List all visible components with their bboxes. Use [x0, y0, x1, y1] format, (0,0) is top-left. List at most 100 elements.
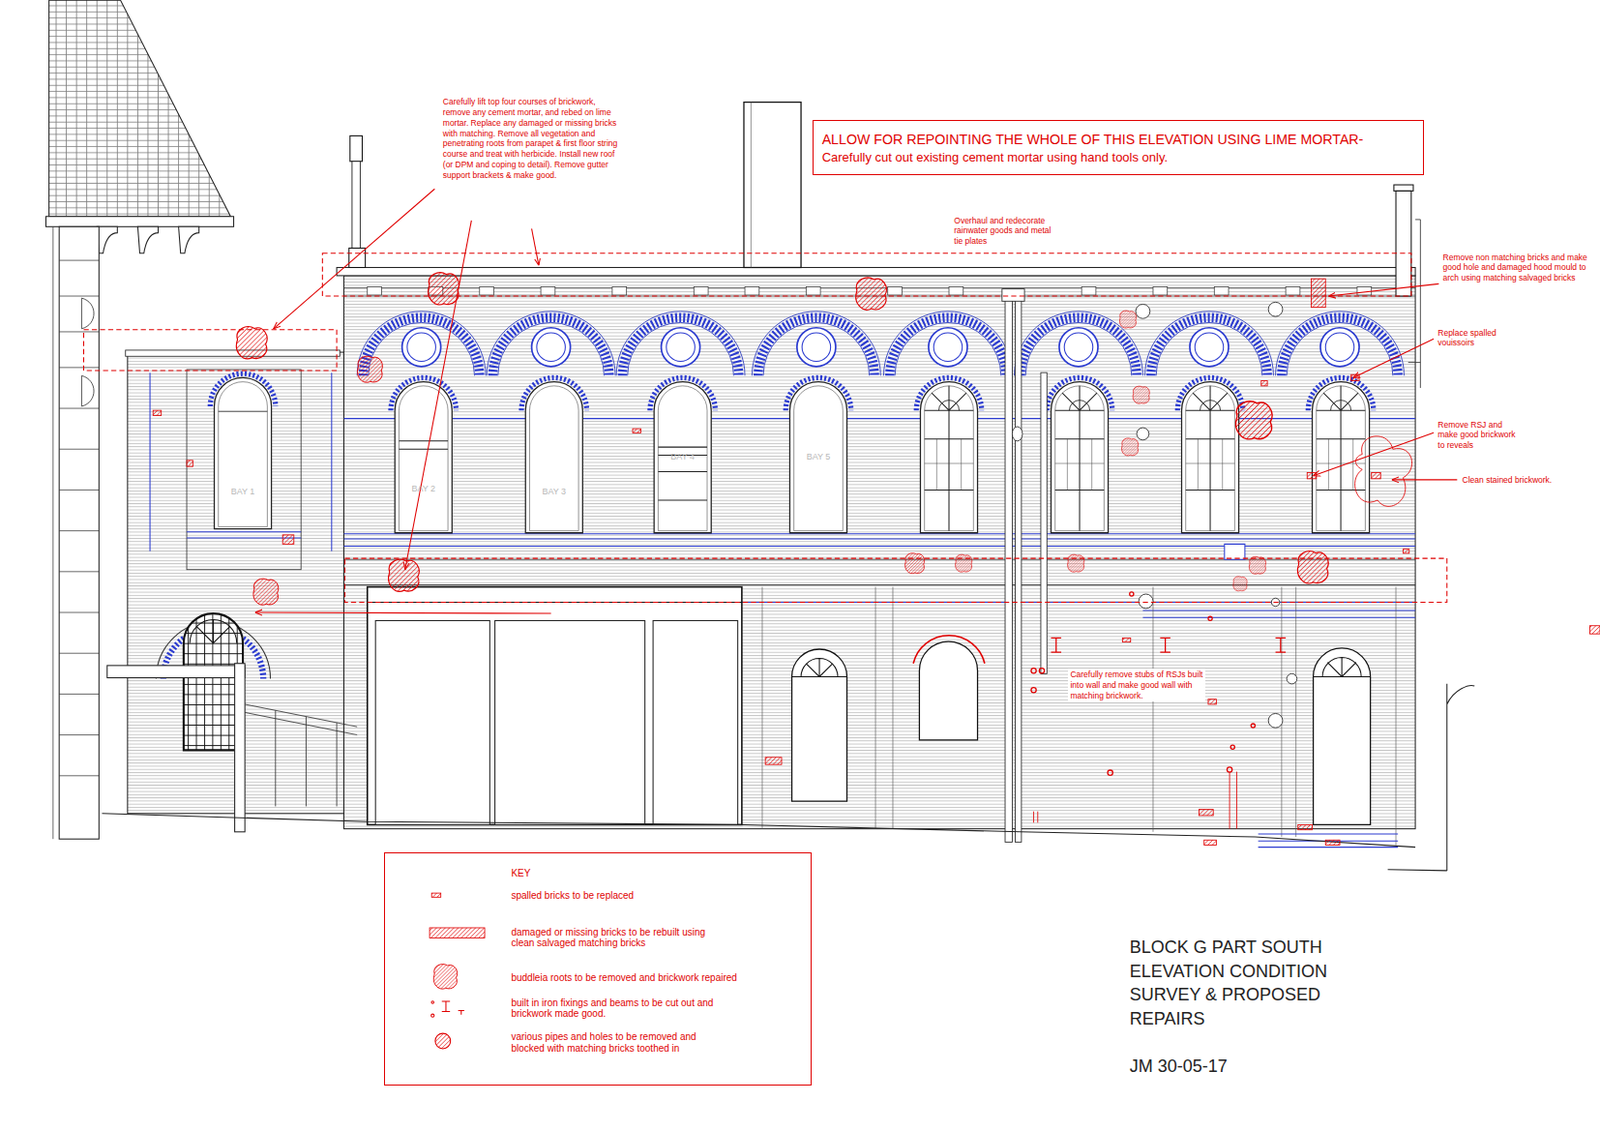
main-elevation [367, 601, 742, 603]
main-elevation [1002, 289, 1025, 302]
main-elevation [1135, 301, 1298, 728]
main-elevation [785, 377, 852, 533]
main-elevation [540, 287, 556, 296]
spalled-brick-mark [1589, 625, 1600, 634]
main-elevation [1214, 287, 1229, 296]
buddleia-mark [236, 272, 1329, 605]
left-block [209, 373, 276, 529]
main-elevation [1357, 287, 1372, 296]
spalled-brick-mark [1198, 809, 1214, 816]
left-block [107, 665, 245, 679]
legend-symbol [431, 1001, 435, 1005]
buddleia-mark [856, 277, 888, 310]
spalled-brick-mark [186, 460, 193, 467]
main-elevation [343, 533, 1416, 547]
leader-arrow [405, 220, 473, 570]
main-elevation [792, 657, 848, 677]
buddleia-mark [388, 559, 420, 592]
main-elevation [616, 311, 745, 376]
main-elevation [916, 377, 982, 533]
bay-label: BAY 2 [395, 483, 451, 495]
repair-note: Carefully lift top four courses of brick… [443, 96, 623, 180]
main-elevation [1040, 372, 1047, 674]
spire-roof [49, 0, 232, 217]
iron-fixing-mark [1107, 770, 1113, 775]
iron-fixing-mark [1038, 668, 1044, 674]
spalled-brick-mark [152, 410, 161, 415]
bay-label: BAY 3 [526, 486, 582, 498]
main-elevation [1177, 377, 1244, 533]
spire-roof [45, 0, 234, 254]
buddleia-mark [1132, 385, 1150, 404]
legend-symbol [429, 892, 485, 1049]
main-elevation [1145, 311, 1275, 376]
iron-fixing-mark [1230, 744, 1235, 749]
legend-symbol [442, 1001, 465, 1015]
main-elevation [883, 311, 1012, 376]
spalled-brick-mark [1310, 278, 1326, 308]
main-elevation [1408, 219, 1422, 388]
spalled-brick-mark [1204, 839, 1217, 845]
main-elevation [693, 287, 709, 296]
buddleia-mark [357, 355, 384, 383]
repair-note: Remove RSJ and make good brickwork to re… [1437, 419, 1524, 451]
iron-fixing-mark [913, 635, 985, 664]
iron-fixing-mark [1208, 616, 1213, 621]
leader-arrow [1392, 478, 1458, 480]
main-elevation [101, 102, 1475, 871]
main-elevation [495, 620, 646, 825]
note-box: ALLOW FOR REPOINTING THE WHOLE OF THIS E… [812, 119, 1424, 176]
main-elevation [1135, 303, 1151, 319]
main-elevation [805, 287, 821, 296]
repair-zone [83, 329, 337, 371]
spalled-brick-mark [1325, 839, 1340, 845]
legend-text: damaged or missing bricks to be rebuilt … [510, 926, 720, 949]
leader-arrow [1353, 338, 1434, 378]
legend-symbol [435, 1033, 451, 1049]
buddleia-mark [236, 326, 267, 359]
iron-fixing-mark [1050, 637, 1062, 652]
leader-arrow [1328, 283, 1439, 297]
spalled-brick-mark [1402, 549, 1409, 554]
main-elevation [1268, 301, 1283, 317]
tower-wall [53, 226, 99, 839]
left-block [235, 663, 246, 832]
main-elevation [918, 641, 978, 741]
main-elevation [367, 587, 742, 826]
buddleia-mark [253, 578, 279, 605]
iron-fixing-mark [1250, 723, 1255, 728]
iron-fixing-mark [1226, 767, 1232, 772]
iron-fixing-mark [1031, 668, 1037, 674]
main-elevation [352, 161, 360, 249]
buddleia-mark [905, 553, 925, 574]
bay-label: BAY 1 [215, 486, 271, 498]
leader-arrow [255, 612, 552, 614]
spalled-brick-mark [152, 278, 1600, 845]
main-elevation [1313, 656, 1371, 677]
main-elevation [1395, 190, 1412, 297]
iron-fixing-mark [1034, 771, 1238, 830]
drawing-reference: JM 30-05-17 [1129, 1056, 1283, 1078]
iron-fixing-mark [1031, 687, 1037, 693]
main-elevation [101, 683, 1475, 871]
main-elevation [486, 311, 616, 376]
main-elevation [762, 587, 1396, 846]
spire-roof [45, 216, 234, 228]
repair-note: Carefully remove stubs of RSJs built int… [1067, 668, 1205, 702]
main-elevation [1011, 426, 1023, 442]
tower-wall [53, 226, 99, 839]
note-text: Carefully cut out existing cement mortar… [822, 149, 1415, 166]
main-elevation [336, 266, 1416, 275]
main-elevation [390, 377, 457, 533]
main-elevation [398, 441, 708, 501]
main-elevation [652, 620, 739, 825]
repair-note: Replace spalled vouissoirs [1437, 327, 1512, 350]
main-elevation [750, 102, 752, 268]
stain-outline [1355, 436, 1413, 507]
iron-fixing-mark [1275, 637, 1287, 652]
main-elevation [1275, 311, 1405, 376]
repair-zone [83, 253, 1447, 603]
main-elevation [1138, 593, 1154, 609]
main-elevation [1224, 543, 1245, 560]
left-block [125, 350, 341, 356]
